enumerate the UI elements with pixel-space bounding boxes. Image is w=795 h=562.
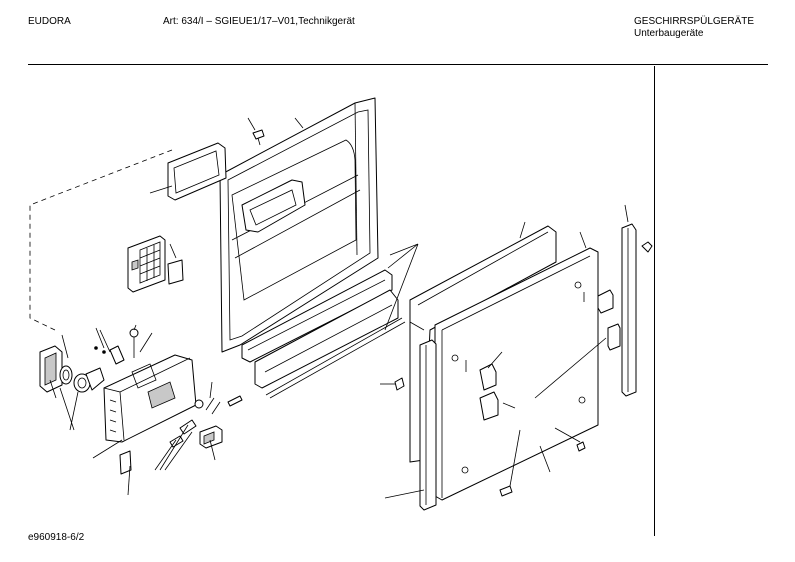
switch-cover (39, 345, 63, 393)
seal-strip (254, 289, 406, 399)
screw-top (252, 129, 265, 146)
ring-seals (59, 365, 105, 393)
right-side-rail (621, 223, 653, 397)
leader-lines (49, 117, 629, 499)
appliance-category: GESCHIRRSPÜLGERÄTE (634, 16, 755, 27)
article-number: Art: 634/I – SGIEUE1/17–V01,Technikgerät (163, 16, 355, 27)
appliance-subcategory: Unterbaugeräte (634, 28, 704, 39)
inner-door-panel (219, 97, 379, 353)
handle-frame (167, 142, 227, 201)
assembly-guide-line (29, 149, 173, 331)
drawing-code: e960918-6/2 (28, 532, 85, 543)
small-clip (119, 450, 132, 475)
hinge-brackets (394, 289, 621, 497)
header-divider (28, 64, 768, 65)
left-side-strip (419, 339, 437, 511)
column-divider (654, 66, 655, 536)
door-bottom-rail (241, 269, 393, 363)
door-lock (199, 425, 223, 449)
brand-name: EUDORA (28, 16, 71, 27)
display-bracket (127, 235, 166, 293)
label-card (167, 259, 184, 285)
